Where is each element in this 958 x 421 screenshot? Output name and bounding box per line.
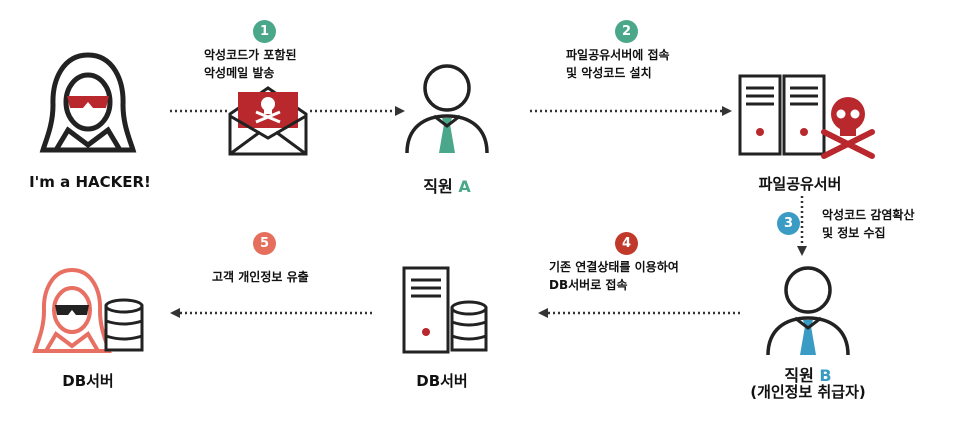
- step-3-line1: 악성코드 감염확산: [822, 208, 915, 222]
- hacker-db-icon: [32, 267, 144, 353]
- step-1-badge: 1: [253, 20, 276, 43]
- database-icon: [104, 298, 144, 352]
- database-icon: [450, 300, 488, 352]
- step-4-text: 기존 연결상태를 이용하여 DB서버로 접속: [549, 258, 679, 294]
- step-2-badge: 2: [615, 20, 638, 43]
- arrow-3: [797, 196, 807, 256]
- employee-b-sublabel: (개인정보 취급자): [750, 383, 866, 401]
- step-4-badge: 4: [615, 232, 638, 255]
- step-4-line1: 기존 연결상태를 이용하여: [549, 260, 679, 274]
- step-5-badge: 5: [253, 232, 276, 255]
- employee-b-label-prefix: 직원: [784, 366, 820, 385]
- step-3-line2: 및 정보 수집: [822, 226, 886, 240]
- arrow-4: [538, 308, 743, 318]
- file-server-label: 파일공유서버: [758, 175, 842, 193]
- employee-a-label-letter: A: [458, 177, 471, 196]
- step-2-line1: 파일공유서버에 접속: [566, 48, 670, 62]
- hacker-db-label: DB서버: [62, 372, 114, 390]
- employee-b-label: 직원 B: [740, 362, 876, 386]
- arrow-2: [530, 106, 732, 116]
- step-5-text: 고객 개인정보 유출: [212, 268, 309, 286]
- step-1-line2: 악성메일 발송: [204, 66, 275, 80]
- step-5-line1: 고객 개인정보 유출: [212, 270, 309, 284]
- arrow-5: [170, 308, 375, 318]
- envelope-malware-icon: [228, 86, 308, 156]
- db-server-icon: [402, 266, 488, 354]
- employee-a-label-prefix: 직원: [423, 177, 459, 196]
- step-2-line2: 및 악성코드 설치: [566, 66, 652, 80]
- step-3-badge: 3: [777, 212, 800, 235]
- step-3-text: 악성코드 감염확산 및 정보 수집: [822, 206, 915, 242]
- employee-b-label-letter: B: [819, 366, 832, 385]
- employee-b-icon: [766, 266, 850, 356]
- employee-a-icon: [405, 64, 489, 154]
- step-1-text: 악성코드가 포함된 악성메일 발송: [204, 46, 297, 82]
- employee-a-label: 직원 A: [395, 173, 499, 197]
- db-server-label: DB서버: [416, 372, 468, 390]
- hacker-label: I'm a HACKER!: [29, 173, 151, 191]
- skull-icon: [821, 97, 875, 159]
- file-server-icon: [738, 74, 875, 159]
- step-1-line1: 악성코드가 포함된: [204, 48, 297, 62]
- step-2-text: 파일공유서버에 접속 및 악성코드 설치: [566, 46, 670, 82]
- arrow-1: [170, 106, 405, 116]
- hacker-icon: [39, 52, 137, 153]
- step-4-line2: DB서버로 접속: [549, 278, 628, 292]
